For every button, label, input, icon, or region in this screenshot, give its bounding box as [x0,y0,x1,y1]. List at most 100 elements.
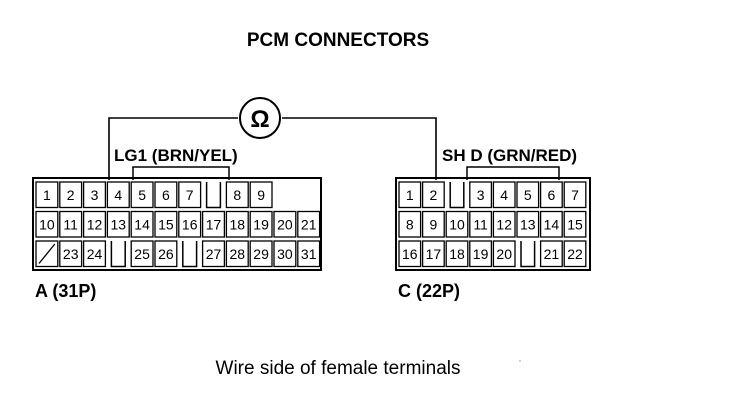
terminal-cell [82,240,107,268]
wire-to-connector-a [108,117,238,180]
terminal-number: 5 [138,187,146,203]
terminal-cell [225,240,249,268]
connector-a-housing [32,177,322,271]
ohmmeter-icon [239,97,281,139]
terminal-number: 22 [567,246,583,262]
terminal-number: 16 [182,216,198,232]
ohm-symbol: Ω [250,106,269,133]
terminal-cell [297,240,321,268]
terminal-number: 4 [114,187,122,203]
terminal-number: 12 [87,216,103,232]
terminal-cell [59,210,83,238]
terminal-number: 9 [430,216,438,232]
terminal-cell [201,210,226,238]
unused-terminal-slash [38,243,56,264]
terminal-number: 12 [496,216,512,232]
terminal-number: 31 [301,246,317,262]
terminal-number: 1 [406,187,414,203]
terminal-number: 17 [426,246,442,262]
meter-wires [108,117,437,180]
terminal-cell [516,181,540,209]
terminal-cell [469,181,493,209]
terminal-number: 2 [67,187,75,203]
terminal-number: 9 [257,187,265,203]
terminal-cell [35,210,59,238]
terminal-cell [273,240,297,268]
terminal-number: 30 [277,246,293,262]
terminal-number: 17 [206,216,222,232]
terminal-cell [178,210,202,238]
terminal-number: 18 [230,216,246,232]
diagram-caption: Wire side of female terminals [216,358,461,379]
terminal-cell [130,240,154,268]
terminal-cell [201,240,226,268]
terminal-cell [492,181,516,209]
key-slot [205,182,222,209]
terminal-number: 26 [158,246,174,262]
terminal-number: 13 [111,216,127,232]
terminal-cell [539,240,563,268]
connector-a-lock-tab [132,166,230,180]
terminal-cell [225,210,249,238]
terminal-cell [249,210,273,238]
terminal-number: 20 [277,216,293,232]
key-slot [182,241,198,268]
terminal-cell [421,210,445,238]
terminal-cell [563,210,587,238]
terminal-number: 19 [473,246,489,262]
terminal-number: 14 [544,216,560,232]
terminal-cell [59,181,83,209]
terminal-number: 10 [39,216,55,232]
terminal-number: 15 [158,216,174,232]
terminal-number: 16 [402,246,418,262]
terminal-number: 7 [571,187,579,203]
terminal-cell [563,240,587,268]
terminal-number: 4 [500,187,508,203]
terminal-number: 18 [449,246,465,262]
terminal-number: 6 [162,187,170,203]
terminal-cell [35,240,59,268]
terminal-number: 23 [63,246,79,262]
terminal-number: 1 [43,187,51,203]
terminal-cell [445,240,469,268]
terminal-cell [154,181,178,209]
terminal-cell [492,240,516,268]
terminal-number: 11 [63,216,78,232]
terminal-cell [82,181,107,209]
scan-speck [519,360,521,362]
key-slot [449,182,465,209]
terminal-cell [445,210,469,238]
terminal-cell [398,210,422,238]
connector-c-name: C (22P) [398,281,460,301]
terminal-number: 6 [548,187,556,203]
terminal-number: 29 [253,246,269,262]
terminal-cell [178,181,202,209]
terminal-cell [59,240,83,268]
terminal-number: 7 [186,187,194,203]
terminal-cell [130,181,154,209]
terminal-cell [492,210,516,238]
terminal-number: 10 [449,216,465,232]
terminal-cell [297,210,321,238]
terminal-cell [154,240,178,268]
terminal-number: 21 [301,216,317,232]
diagram-title: PCM CONNECTORS [247,30,429,51]
terminal-cell [106,181,130,209]
terminal-number: 3 [91,187,99,203]
connector-c-probe-label: SH D (GRN/RED) [442,146,577,165]
terminal-cell [421,240,445,268]
terminal-number: 28 [230,246,246,262]
connector-c-lock-tab [466,166,560,180]
terminal-number: 3 [477,187,485,203]
terminal-number: 25 [134,246,150,262]
terminal-cell [469,210,493,238]
terminal-cell [273,210,297,238]
terminal-number: 24 [87,246,103,262]
terminal-cell [421,181,445,209]
terminal-cell [154,210,178,238]
